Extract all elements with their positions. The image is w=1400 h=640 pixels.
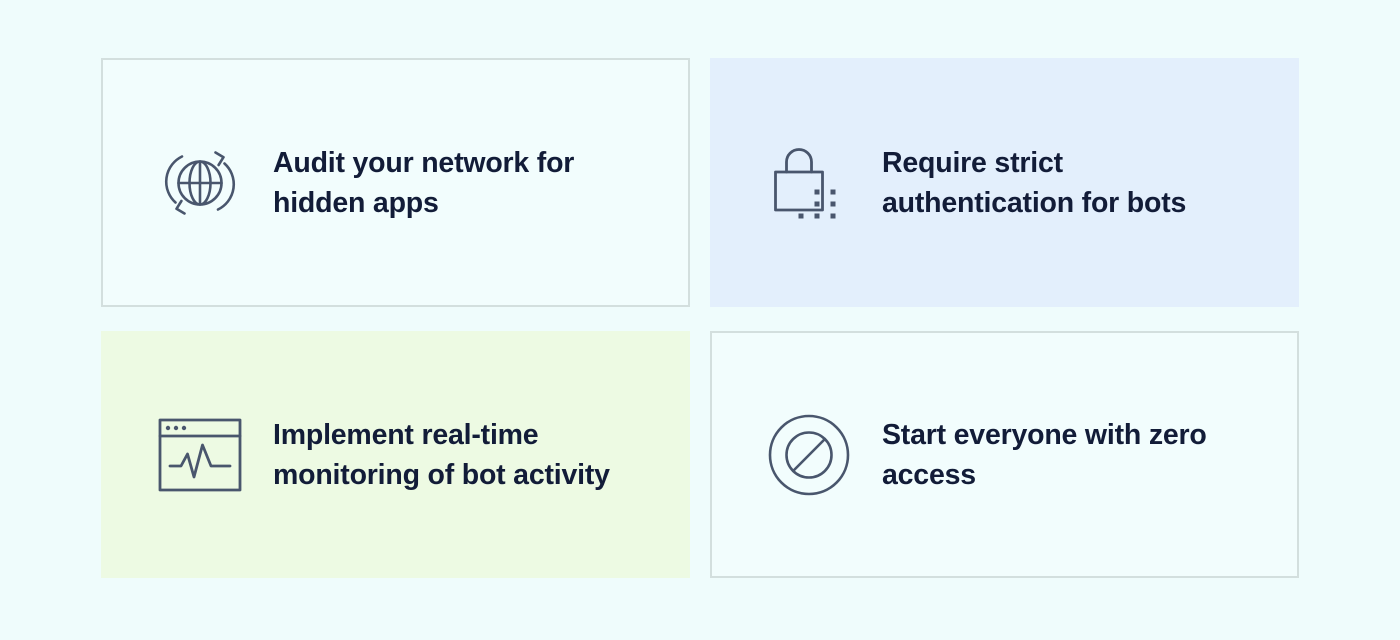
browser-waveform-icon xyxy=(153,408,247,502)
card-require-authentication[interactable]: Require strict authentication for bots xyxy=(710,58,1299,307)
card-label: Audit your network for hidden apps xyxy=(273,146,575,219)
lock-dots-icon xyxy=(762,136,856,230)
card-audit-network[interactable]: Audit your network for hidden apps xyxy=(101,58,690,307)
card-realtime-monitoring[interactable]: Implement real-time monitoring of bot ac… xyxy=(101,331,690,578)
card-label: Implement real-time monitoring of bot ac… xyxy=(273,418,610,491)
card-label: Require strict authentication for bots xyxy=(882,146,1187,219)
globe-refresh-icon xyxy=(153,136,247,230)
card-zero-access[interactable]: Start everyone with zero access xyxy=(710,331,1299,578)
card-label: Start everyone with zero access xyxy=(882,418,1207,491)
no-access-icon xyxy=(762,408,856,502)
